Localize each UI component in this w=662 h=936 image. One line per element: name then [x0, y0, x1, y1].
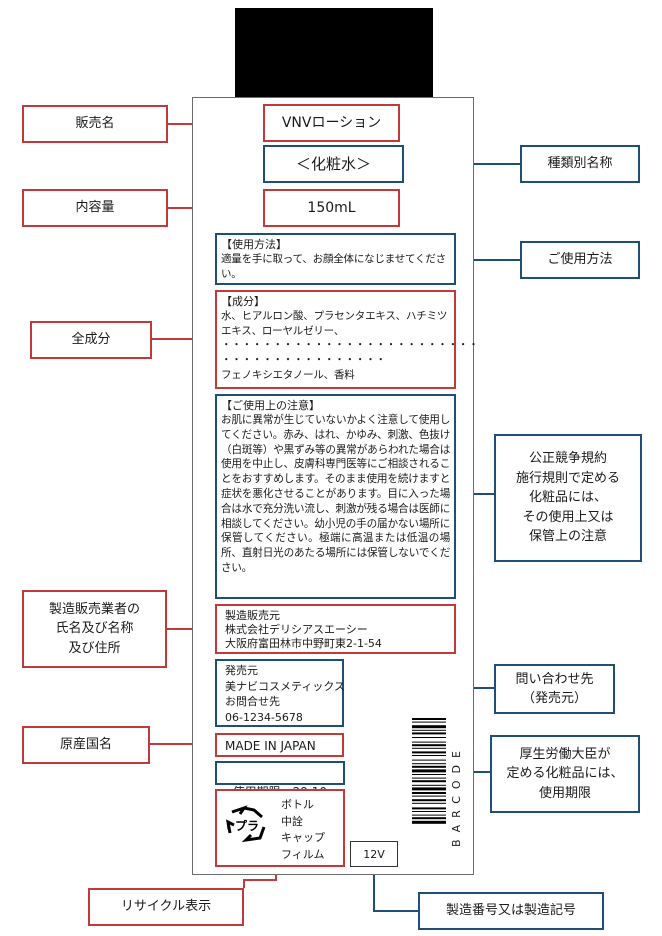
connector-lot — [373, 868, 418, 912]
volume-box: 150mL — [263, 189, 400, 227]
label-category-name: 種類別名称 — [520, 145, 640, 183]
ingredients-last: フェノキシエタノール、香料 — [221, 368, 355, 381]
ingredients-dots-2: ・・・・・・・・・・・・・・・・ — [221, 354, 386, 367]
manufacturer-box: 製造販売元 株式会社デリシアスエーシー 大阪府富田林市中野町東2-1-54 — [215, 604, 456, 654]
recycle-item-cap: キャップ — [281, 831, 325, 844]
label-inquiry: 問い合わせ先 （発売元） — [494, 664, 615, 714]
manufacturer-line-1: 製造販売元 — [225, 609, 280, 622]
usage-text: 適量を手に取って、お顔全体になじませてください。 — [221, 253, 446, 280]
label-recycle: リサイクル表示 — [88, 888, 244, 926]
pla-mark-text: プラ — [235, 818, 259, 833]
recycle-item-film: フィルム — [281, 847, 325, 861]
pla-recycle-icon: プラ — [224, 803, 270, 845]
label-content-volume: 内容量 — [22, 189, 168, 227]
label-usage: ご使用方法 — [520, 241, 640, 279]
label-product-name: 販売名 — [22, 105, 168, 143]
product-name-box: VNVローション — [263, 104, 400, 142]
expiry-box: 使用期限 29.10 — [215, 761, 345, 799]
barcode-label: BARCODE — [441, 715, 471, 875]
label-precautions: 公正競争規約 施行規則で定める 化粧品には、 その使用上又は 保管上の注意 — [494, 434, 642, 562]
recycle-item-plug: 中詮 — [281, 814, 303, 828]
manufacturer-line-2: 株式会社デリシアスエーシー — [225, 623, 368, 636]
ingredients-title: 【成分】 — [221, 295, 265, 308]
ingredients-text: 水、ヒアルロン酸、プラセンタエキス、ハチミツエキス、ローヤルゼリー、 — [221, 310, 448, 337]
product-name-text: VNVローション — [281, 114, 382, 131]
label-manufacturer: 製造販売業者の 氏名及び名称 及び住所 — [22, 590, 167, 668]
recycle-box: プラ ボトル 中詮 キャップ フィルム — [215, 789, 345, 867]
recycle-item-bottle: ボトル — [281, 798, 314, 811]
seller-line-1: 発売元 — [225, 664, 258, 677]
label-lot: 製造番号又は製造記号 — [418, 892, 604, 930]
barcode-text: BARCODE — [449, 743, 463, 847]
label-origin: 原産国名 — [22, 726, 150, 764]
seller-line-3: お問合せ先 — [225, 695, 280, 708]
recycle-items-list: ボトル 中詮 キャップ フィルム — [281, 797, 325, 863]
lot-text: 12V — [363, 847, 385, 861]
category-text: ＜化粧水＞ — [295, 154, 371, 173]
lot-box: 12V — [350, 841, 398, 867]
usage-box: 【使用方法】 適量を手に取って、お顔全体になじませてください。 — [215, 233, 456, 285]
barcode-icon — [412, 718, 446, 824]
seller-box: 発売元 美ナビコスメティックス お問合せ先 06-1234-5678 — [215, 659, 346, 727]
origin-box: MADE IN JAPAN — [215, 733, 344, 757]
precautions-text: お肌に異常が生じていないかよく注意して使用してください。赤み、はれ、かゆみ、刺激… — [221, 414, 450, 574]
usage-title: 【使用方法】 — [221, 238, 287, 251]
origin-text: MADE IN JAPAN — [225, 739, 316, 753]
seller-line-4: 06-1234-5678 — [225, 710, 303, 724]
label-ingredients: 全成分 — [30, 321, 152, 359]
bottle-cap — [235, 8, 433, 98]
manufacturer-line-3: 大阪府富田林市中野町東2-1-54 — [225, 637, 382, 650]
ingredients-dots-1: ・・・・・・・・・・・・・・・・・・・・・・・・・ — [221, 339, 479, 352]
seller-line-2: 美ナビコスメティックス — [225, 679, 346, 693]
volume-text: 150mL — [307, 199, 356, 216]
category-box: ＜化粧水＞ — [263, 145, 404, 183]
label-expiry: 厚生労働大臣が 定める化粧品には、 使用期限 — [490, 735, 640, 813]
precautions-box: 【ご使用上の注意】 お肌に異常が生じていないかよく注意して使用してください。赤み… — [215, 394, 456, 599]
ingredients-box: 【成分】 水、ヒアルロン酸、プラセンタエキス、ハチミツエキス、ローヤルゼリー、 … — [215, 290, 479, 389]
precautions-title: 【ご使用上の注意】 — [221, 399, 320, 412]
